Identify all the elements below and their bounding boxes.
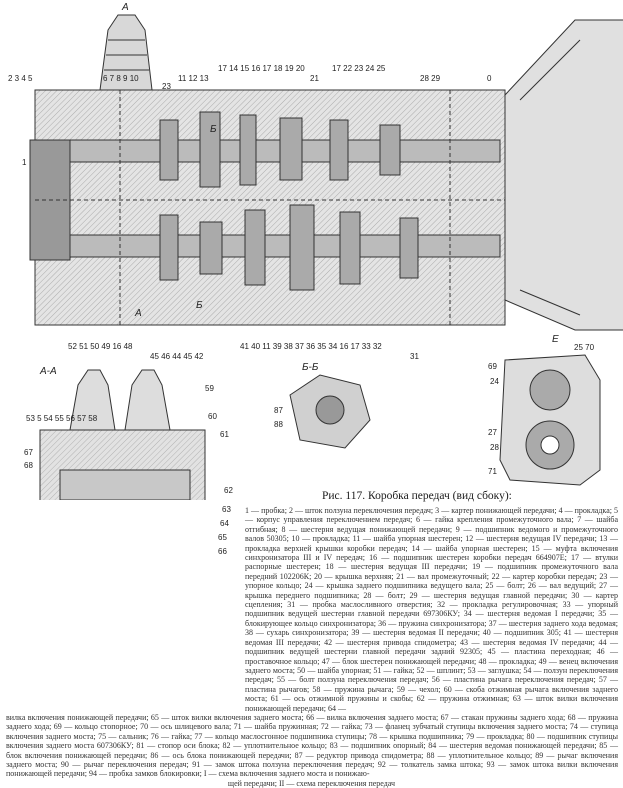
part-label: 17 14 15 16 17 18 19 20: [218, 64, 305, 73]
part-label: 24: [490, 377, 499, 386]
part-label: 27: [488, 428, 497, 437]
section-marker: Б: [210, 124, 217, 135]
section-marker: Б: [196, 300, 203, 311]
part-label: 25 70: [574, 343, 595, 352]
view-e-title: Е: [552, 334, 559, 345]
part-label: 17 22 23 24 25: [332, 64, 386, 73]
part-label: 45 46 44 45 42: [150, 352, 204, 361]
section-bb-view: [289, 374, 371, 449]
part-label: 69: [488, 362, 497, 371]
part-label: 6 7 8 9 10: [103, 74, 139, 83]
main-side-view: [29, 14, 623, 331]
part-label: 28: [490, 443, 499, 452]
part-label: 64: [220, 519, 229, 528]
part-label: 28 29: [420, 74, 441, 83]
part-label: 31: [410, 352, 419, 361]
part-label: 62: [224, 486, 233, 495]
part-label: 53 5 54 55 56 57 58: [26, 414, 98, 423]
section-aa-title: А-А: [40, 366, 57, 377]
part-label: 1: [22, 158, 27, 167]
part-label: 11 12 13: [178, 74, 209, 83]
part-label: 61: [220, 430, 229, 439]
gearbox-drawing: [29, 14, 623, 500]
part-label: 67: [24, 448, 33, 457]
part-label: 2 3 4 5: [8, 74, 33, 83]
part-label: 59: [205, 384, 214, 393]
section-aa-view: [39, 369, 206, 500]
section-marker: А: [122, 2, 129, 13]
figure-caption-title: Рис. 117. Коробка передач (вид сбоку):: [322, 490, 512, 502]
view-e: [499, 354, 601, 486]
legend-column-text: 1 — пробка; 2 — шток ползуна переключени…: [245, 506, 618, 713]
part-label: 23: [162, 82, 171, 91]
part-label: 87: [274, 406, 283, 415]
part-label: 41 40 11 39 38 37 36 35 34 16 17 33 32: [240, 342, 382, 351]
legend-wide-text: вилка включения понижающей передачи; 65 …: [6, 712, 618, 779]
legend-last-line: щей передачи; II — схема переключения пе…: [227, 778, 396, 788]
part-label: 0: [487, 74, 492, 83]
part-label: 52 51 50 49 16 48: [68, 342, 133, 351]
part-label: 68: [24, 461, 33, 470]
section-marker: А: [135, 308, 142, 319]
section-bb-title: Б-Б: [302, 362, 319, 373]
part-label: 71: [488, 467, 497, 476]
part-label: 60: [208, 412, 217, 421]
part-label: 65: [218, 533, 227, 542]
legend: 1 — пробка; 2 — шток ползуна переключени…: [0, 506, 623, 788]
part-label: 21: [310, 74, 319, 83]
part-label: 63: [222, 505, 231, 514]
part-label: 66: [218, 547, 227, 556]
part-label: 88: [274, 420, 283, 429]
